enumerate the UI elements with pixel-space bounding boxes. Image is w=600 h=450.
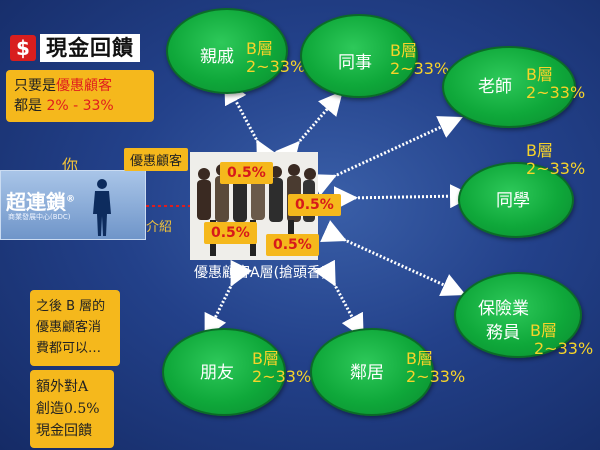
level-letter: B層 <box>406 349 433 368</box>
node-friends <box>162 328 286 416</box>
note-b-layer: 之後 B 層的 優惠顧客消 費都可以… <box>30 290 120 366</box>
node-neighbors-label: 鄰居 <box>350 363 384 383</box>
arrow-to-friends <box>204 259 253 339</box>
node-relatives-label: 親戚 <box>200 47 234 67</box>
note1-text2: 都是 <box>14 98 47 114</box>
dollar-sign-icon: $ <box>10 35 36 61</box>
note2-line: 費都可以… <box>36 341 102 356</box>
group-caption: 優惠顧客A層(搶頭香) <box>194 265 327 281</box>
note2-line: 優惠顧客消 <box>36 320 102 335</box>
percent-badge-2: 0.5% <box>288 194 341 216</box>
percent-badge-4: 0.5% <box>266 234 319 256</box>
level-range: 2~33% <box>534 339 594 358</box>
arrow-to-teacher <box>310 116 463 196</box>
arrow-to-relatives <box>224 79 279 167</box>
level-letter: B層 <box>526 65 553 84</box>
note3-line: 額外對A <box>36 379 89 395</box>
node-relatives <box>166 8 288 94</box>
node-coworkers-label: 同事 <box>338 53 372 73</box>
page-title: $ 現金回饋 <box>10 34 140 62</box>
level-range: 2~33% <box>406 367 466 386</box>
node-insurance-label: 保險業 <box>478 299 529 319</box>
intro-label: 介紹 <box>146 220 173 235</box>
arrow-to-neighbors <box>313 259 364 339</box>
person-silhouette-icon <box>93 179 111 236</box>
level-range: 2~33% <box>252 367 312 386</box>
arrow-to-classmates <box>333 184 474 211</box>
node-classmates <box>458 162 574 238</box>
level-range: 2~33% <box>526 83 586 102</box>
percent-badge-3: 0.5% <box>204 222 257 244</box>
node-insurance <box>454 272 582 358</box>
brand-name: 超連鎖® <box>6 186 75 215</box>
note3-line: 現金回饋 <box>36 423 92 439</box>
arrow-to-insurance <box>320 220 466 296</box>
note-extra-cashback: 額外對A 創造0.5% 現金回饋 <box>30 370 114 448</box>
node-friends-label: 朋友 <box>200 363 234 383</box>
level-letter: B層 <box>526 141 553 160</box>
note1-text: 只要是 <box>14 78 56 94</box>
level-range: 2~33% <box>246 57 306 76</box>
note2-line: 之後 B 層的 <box>36 299 106 314</box>
percent-badge-1: 0.5% <box>220 162 273 184</box>
note1-highlight: 優惠顧客 <box>56 78 112 94</box>
note1-range: 2% - 33% <box>46 98 114 114</box>
note3-line: 創造0.5% <box>36 401 100 417</box>
node-teacher-label: 老師 <box>478 77 512 97</box>
level-letter: B層 <box>390 41 417 60</box>
arrow-to-coworkers <box>275 90 343 167</box>
node-insurance-label-2: 務員 <box>486 323 520 343</box>
level-letter: B層 <box>252 349 279 368</box>
note-customer-range: 只要是優惠顧客 都是 2% - 33% <box>6 70 154 122</box>
level-range: 2~33% <box>390 59 450 78</box>
brand-name-text: 超連鎖 <box>6 190 66 214</box>
level-letter: B層 <box>530 321 557 340</box>
node-neighbors <box>310 328 434 416</box>
preferred-customer-label: 優惠顧客 <box>124 148 189 171</box>
brand-subtitle: 商業發展中心(BDC) <box>8 213 71 221</box>
brand-panel <box>0 170 146 240</box>
level-letter: B層 <box>246 39 273 58</box>
title-text: 現金回饋 <box>40 34 140 62</box>
level-range: 2~33% <box>526 159 586 178</box>
node-classmates-label: 同學 <box>496 191 530 211</box>
registered-mark: ® <box>66 194 75 205</box>
node-teacher <box>442 46 576 128</box>
node-coworkers <box>300 14 418 98</box>
